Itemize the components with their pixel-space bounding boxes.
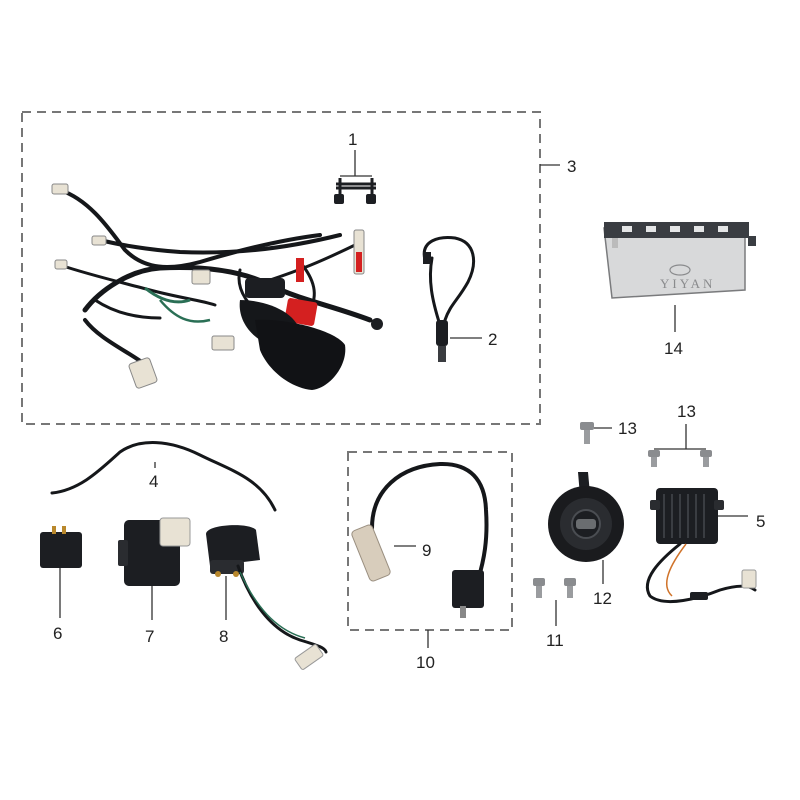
battery[interactable]: YIYAN xyxy=(603,222,756,299)
starter-relay[interactable] xyxy=(206,525,328,670)
spark-plug-cap[interactable] xyxy=(351,524,392,582)
leader-lines xyxy=(59,150,748,648)
callout-7: 7 xyxy=(145,627,154,646)
bolt-single[interactable] xyxy=(580,422,594,444)
ignition-coil[interactable] xyxy=(370,461,489,618)
callout-9: 9 xyxy=(422,541,431,560)
cable[interactable] xyxy=(50,441,277,512)
horn[interactable] xyxy=(548,472,624,562)
battery-brand-label: YIYAN xyxy=(660,276,715,291)
callout-8: 8 xyxy=(219,627,228,646)
harness-group-box xyxy=(21,111,541,425)
main-wiring-harness[interactable] xyxy=(51,183,383,390)
brake-light-switch[interactable] xyxy=(422,236,476,362)
callout-3: 3 xyxy=(567,157,576,176)
bolt-pair-upper[interactable] xyxy=(648,450,712,467)
cdi-unit[interactable] xyxy=(118,517,191,586)
callout-13-upper-right: 13 xyxy=(677,402,696,421)
callout-11: 11 xyxy=(546,631,564,650)
callout-6: 6 xyxy=(53,624,62,643)
callout-10: 10 xyxy=(416,653,435,672)
bolt-pair-lower[interactable] xyxy=(533,578,576,598)
voltage-regulator[interactable] xyxy=(645,488,757,604)
callout-13-upper-left: 13 xyxy=(618,419,637,438)
ignition-coil-group-box xyxy=(347,451,513,631)
callout-2: 2 xyxy=(488,330,497,349)
flasher-relay[interactable] xyxy=(40,526,82,568)
harness-clips[interactable] xyxy=(334,178,376,204)
callout-1: 1 xyxy=(348,130,357,149)
callout-12: 12 xyxy=(593,589,612,608)
callout-5: 5 xyxy=(756,512,765,531)
callout-4: 4 xyxy=(149,472,158,491)
callout-14: 14 xyxy=(664,339,683,358)
